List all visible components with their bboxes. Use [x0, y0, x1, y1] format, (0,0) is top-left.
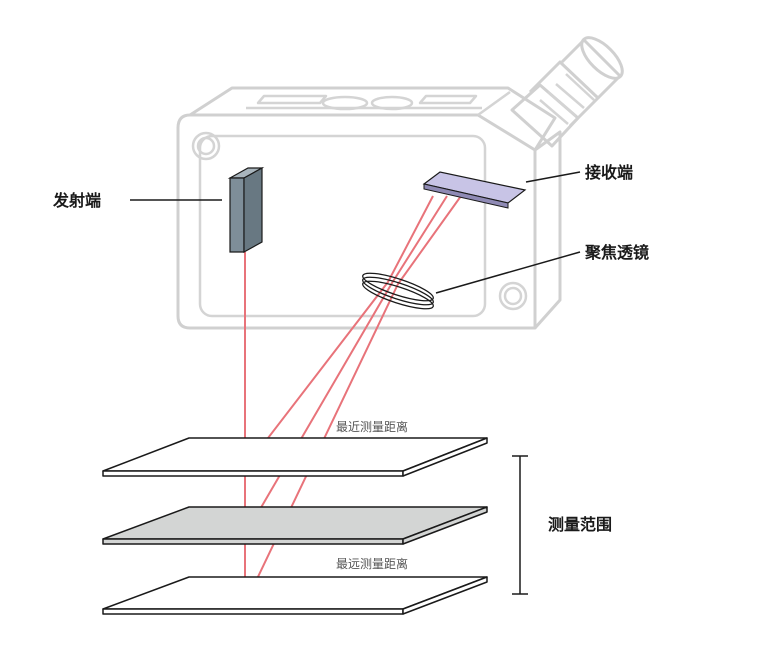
- receiver-leader-line: [525, 171, 581, 183]
- reflected-beam-near: [244, 195, 434, 469]
- measurement-range-label: 测量范围: [548, 515, 612, 534]
- middle-plate: [102, 506, 488, 545]
- nearest-distance-label: 最近测量距离: [336, 419, 408, 434]
- emitter-label: 发射端: [52, 191, 101, 210]
- receiver-label: 接收端: [585, 163, 633, 182]
- range-bracket: [512, 455, 528, 595]
- focus-lens: [362, 272, 434, 310]
- lens-leader-line: [435, 251, 581, 294]
- farthest-distance-label: 最远测量距离: [336, 556, 408, 571]
- target-plates: [102, 437, 488, 615]
- emitter-block: [227, 166, 265, 254]
- far-plate: [102, 576, 488, 615]
- cable-connector: [510, 36, 624, 148]
- near-plate: [102, 437, 488, 477]
- reflected-beam-mid: [244, 195, 448, 536]
- focus-lens-label: 聚焦透镜: [584, 243, 649, 262]
- sensor-housing: [176, 36, 624, 330]
- receiver-plate: [422, 171, 527, 209]
- reflected-beam-far: [244, 195, 462, 605]
